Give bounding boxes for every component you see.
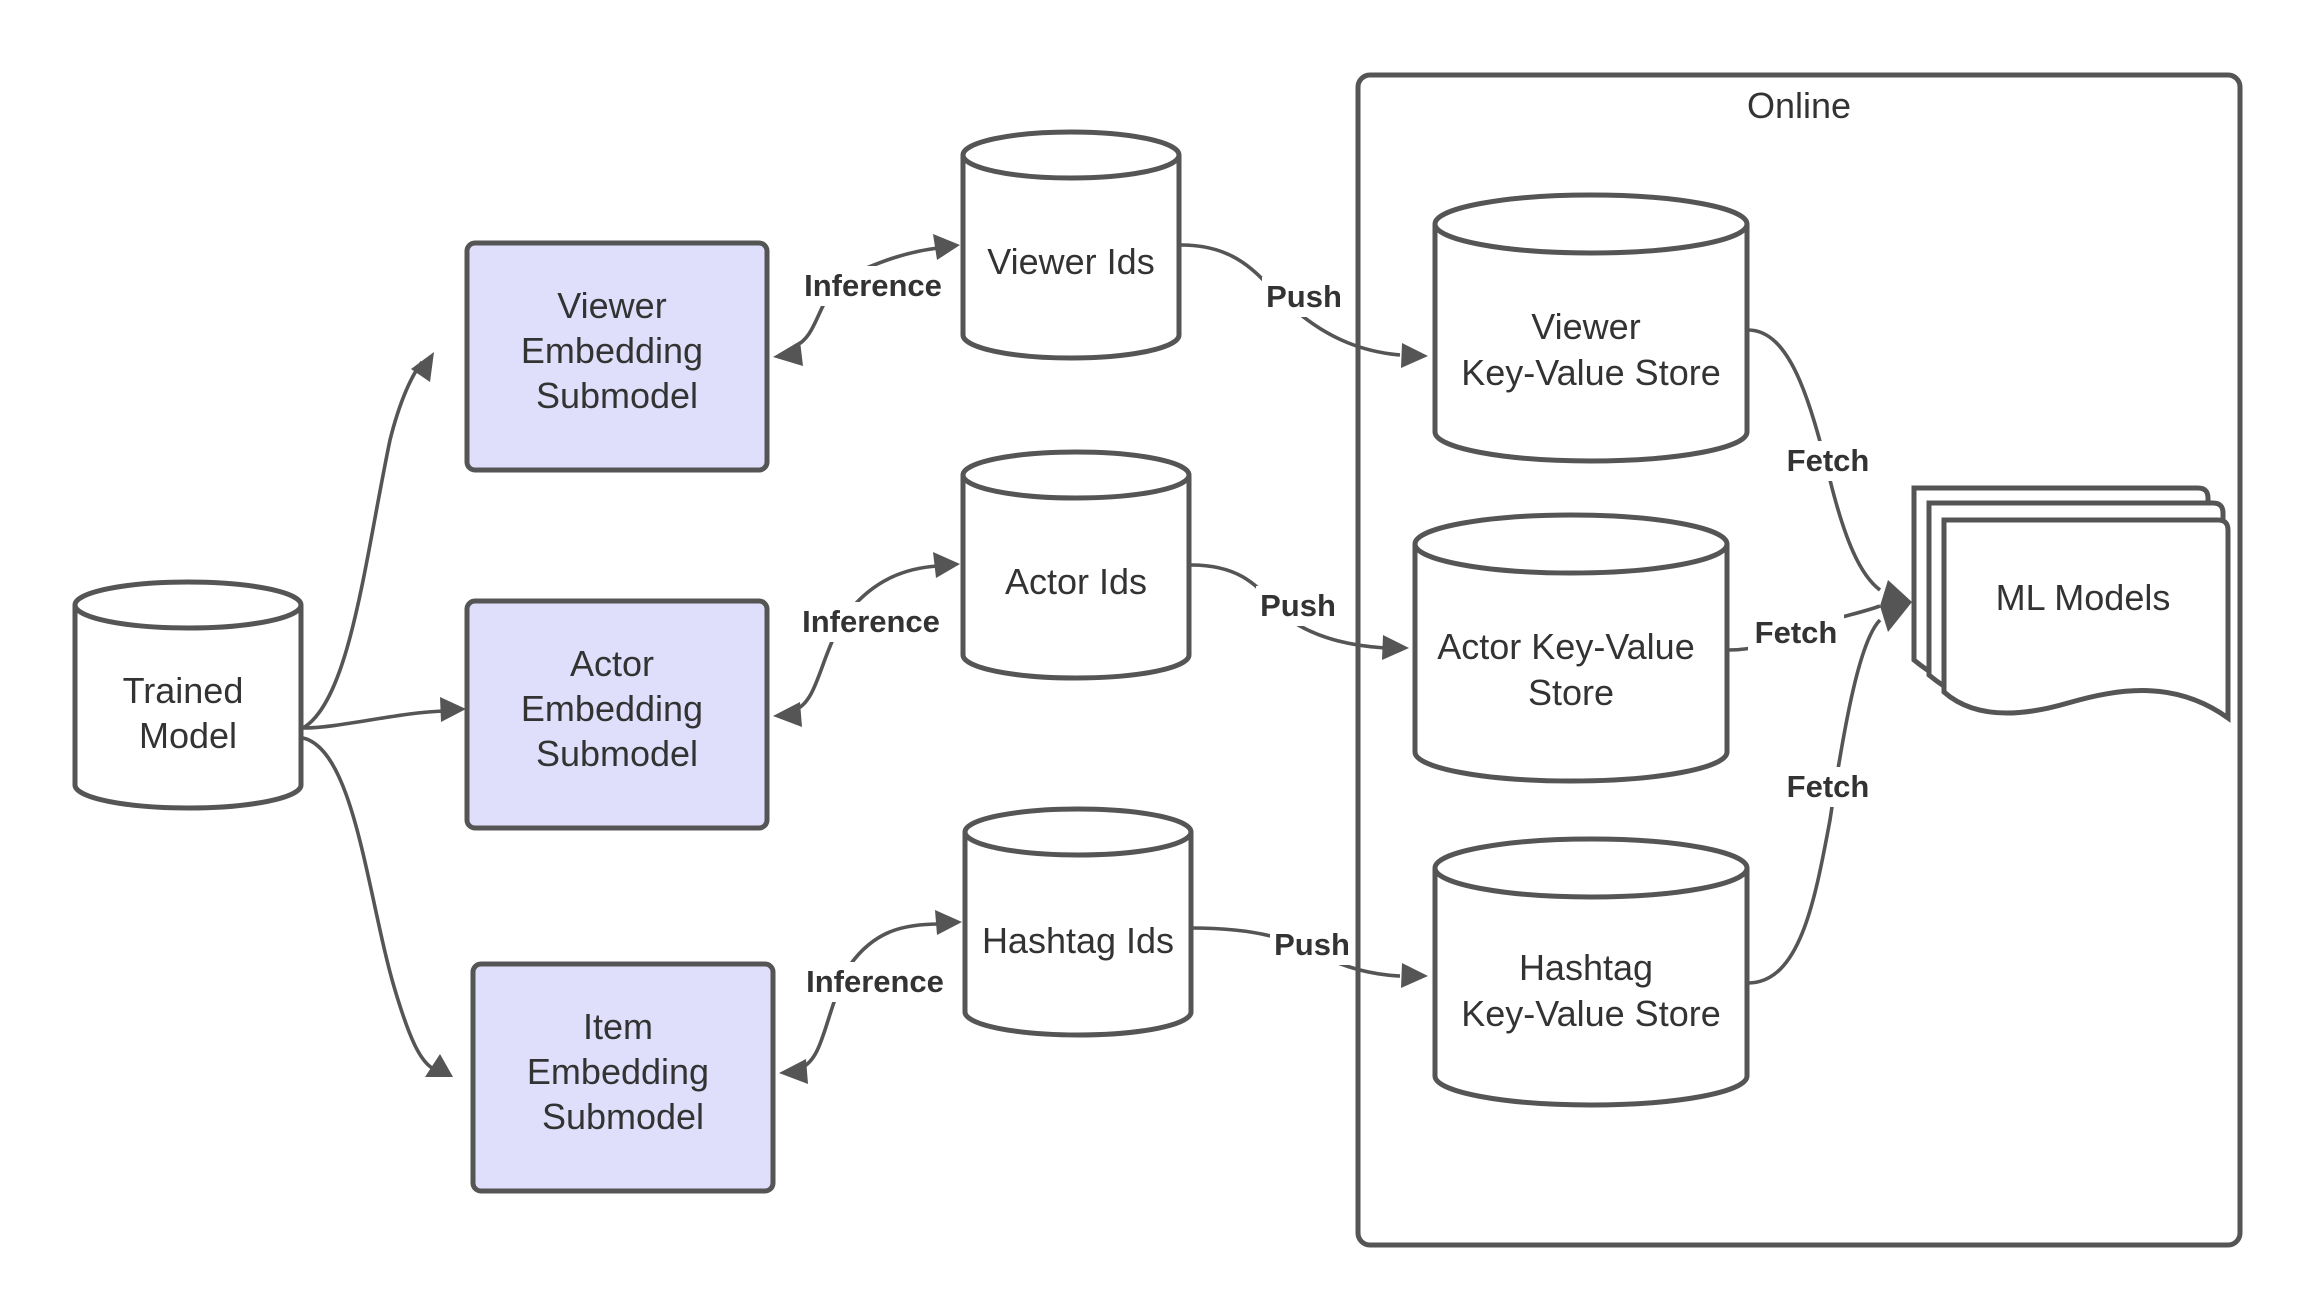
actor-store-line1: Actor Key-Value <box>1437 626 1694 667</box>
hashtag-ids-label: Hashtag Ids <box>982 920 1174 961</box>
arrowhead <box>933 552 960 578</box>
label-bg <box>798 962 950 1002</box>
item-submodel-line3: Submodel <box>542 1096 704 1137</box>
label-bg <box>1780 767 1876 807</box>
arrowhead <box>933 234 960 260</box>
actor-store-line2: Store <box>1528 672 1614 713</box>
fetch-label-viewer: Fetch <box>1787 443 1870 478</box>
label-bg <box>794 602 946 642</box>
label-bg <box>1270 925 1354 965</box>
arrowhead <box>1880 580 1912 632</box>
item-embedding-submodel: Item Embedding Submodel <box>470 961 776 1194</box>
arrowhead <box>1382 635 1409 660</box>
arrowhead <box>773 341 803 366</box>
label-bg <box>1748 613 1844 653</box>
svg-text:Hashtag Key-Value Store: Hashtag Key-Value Store <box>1461 947 1720 1034</box>
svg-text:Viewer Embedding S: Viewer Embedding Submodel <box>521 285 713 416</box>
trained-model-label-line2: Model <box>139 715 237 756</box>
viewer-embedding-submodel: Viewer Embedding Submodel <box>464 240 770 473</box>
edge-trained-to-item <box>302 736 434 1070</box>
item-submodel-line2: Embedding <box>527 1051 709 1092</box>
viewer-submodel-line1: Viewer <box>557 285 666 326</box>
svg-text:Item Embedding Sub: Item Embedding Submodel <box>527 1006 719 1137</box>
actor-ids-label: Actor Ids <box>1005 561 1147 602</box>
svg-text:Actor Embedding Su: Actor Embedding Submodel <box>521 643 713 774</box>
actor-submodel-line1: Actor <box>570 643 654 684</box>
actor-submodel-line3: Submodel <box>536 733 698 774</box>
edge-fetch-hashtag <box>1747 618 1882 985</box>
actor-ids-cylinder: Actor Ids <box>960 449 1192 681</box>
arrowhead <box>935 910 962 935</box>
viewer-ids-label: Viewer Ids <box>987 241 1154 282</box>
actor-key-value-store-cylinder: Actor Key-Value Store <box>1412 512 1730 784</box>
hashtag-store-line2: Key-Value Store <box>1461 993 1720 1034</box>
inference-label-actor: Inference <box>802 604 940 639</box>
edges: Inference Inference Inference Push Push … <box>302 234 1912 1084</box>
arrowhead <box>440 697 466 722</box>
fetch-label-actor: Fetch <box>1755 615 1838 650</box>
viewer-key-value-store-cylinder: Viewer Key-Value Store <box>1432 192 1750 464</box>
trained-model-cylinder: Trained Model <box>72 579 304 811</box>
label-bg <box>1780 441 1876 481</box>
svg-text:Viewer Key-Value Store: Viewer Key-Value Store <box>1461 306 1720 393</box>
push-label-viewer: Push <box>1266 279 1342 314</box>
ml-models-documents: ML Models <box>1911 485 2231 723</box>
push-label-actor: Push <box>1260 588 1336 623</box>
label-bg <box>1256 586 1340 626</box>
arrowhead <box>773 702 802 727</box>
hashtag-key-value-store-cylinder: Hashtag Key-Value Store <box>1432 836 1750 1108</box>
hashtag-ids-cylinder: Hashtag Ids <box>962 806 1194 1038</box>
label-bg <box>1262 277 1346 317</box>
viewer-submodel-line2: Embedding <box>521 330 703 371</box>
actor-embedding-submodel: Actor Embedding Submodel <box>464 598 770 831</box>
svg-text:Trained Model: Trained Model <box>123 670 254 756</box>
edge-trained-to-viewer <box>302 360 424 730</box>
hashtag-store-line1: Hashtag <box>1519 947 1653 988</box>
arrowhead <box>779 1059 808 1084</box>
inference-label-viewer: Inference <box>804 268 942 303</box>
viewer-submodel-line3: Submodel <box>536 375 698 416</box>
trained-model-label-line1: Trained <box>123 670 244 711</box>
svg-text:Actor Key-Value Store: Actor Key-Value Store <box>1437 626 1704 713</box>
ml-models-label: ML Models <box>1996 577 2171 618</box>
push-label-hashtag: Push <box>1274 927 1350 962</box>
online-group-title: Online <box>1747 85 1851 126</box>
arrowhead <box>411 352 434 382</box>
item-submodel-line1: Item <box>583 1006 653 1047</box>
arrowhead <box>1401 963 1428 988</box>
label-bg <box>796 266 948 306</box>
viewer-ids-cylinder: Viewer Ids <box>960 129 1182 361</box>
arrowhead <box>425 1054 453 1077</box>
arrowhead <box>1401 343 1428 368</box>
viewer-store-line1: Viewer <box>1531 306 1640 347</box>
viewer-store-line2: Key-Value Store <box>1461 352 1720 393</box>
fetch-label-hashtag: Fetch <box>1787 769 1870 804</box>
edge-trained-to-actor <box>302 709 446 730</box>
inference-label-hashtag: Inference <box>806 964 944 999</box>
actor-submodel-line2: Embedding <box>521 688 703 729</box>
